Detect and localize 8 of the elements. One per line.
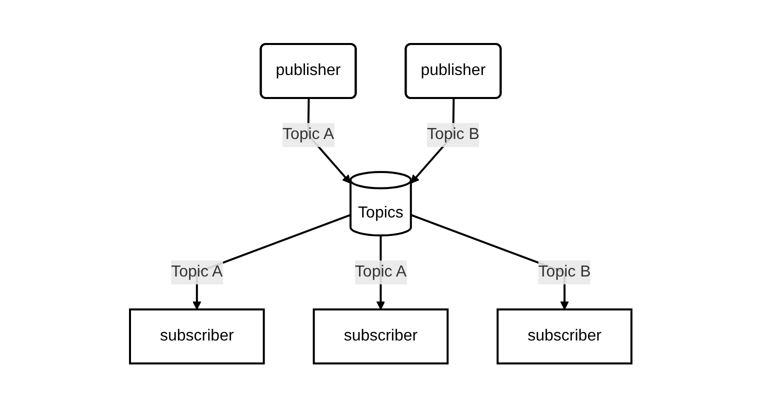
edge-label: Topic B (538, 263, 591, 280)
node-box: subscriber (312, 308, 448, 364)
edge-label: Topic A (282, 126, 334, 143)
node-box: subscriber (496, 308, 632, 364)
edge-label: Topic B (426, 126, 480, 143)
edge-label: Topic A (354, 263, 406, 280)
edge-label: Topic A (170, 263, 222, 280)
node-box: subscriber (128, 308, 265, 364)
